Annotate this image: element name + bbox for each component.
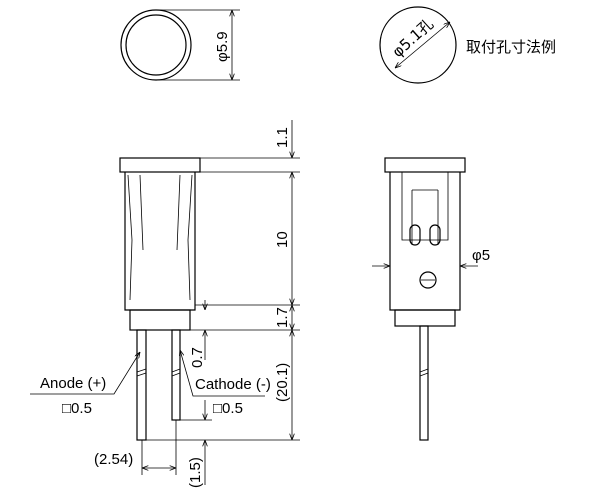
front-view: 1.1 10 1.7 (20.1) 0.7 (1.5) (2.54) Anode… xyxy=(30,120,300,488)
anode-pin xyxy=(136,329,147,441)
dim-cap: 1.1 xyxy=(274,127,291,148)
cathode-size: □0.5 xyxy=(213,400,243,417)
mounting-hole-example: φ5.1孔 取付孔寸法例 xyxy=(379,6,556,84)
dim-lead: (20.1) xyxy=(274,363,291,402)
anode-label: Anode (+) xyxy=(40,375,106,392)
dim-body: 10 xyxy=(274,231,291,248)
side-view: φ5 xyxy=(372,157,490,441)
cathode-label: Cathode (-) xyxy=(195,376,271,393)
polarity-mark-icon xyxy=(419,271,437,289)
side-pin xyxy=(419,325,429,441)
hole-diameter-label: φ5.1孔 xyxy=(389,15,437,61)
anode-size: □0.5 xyxy=(62,400,92,417)
dim-pin-offset: (1.5) xyxy=(187,457,204,488)
hole-caption: 取付孔寸法例 xyxy=(466,38,556,56)
lens-outer-circle xyxy=(120,9,192,81)
top-view: φ5.9 xyxy=(120,9,240,81)
dim-pitch: (2.54) xyxy=(94,451,133,468)
side-diameter-label: φ5 xyxy=(472,247,490,264)
dim-pin-gap: 0.7 xyxy=(189,347,206,368)
cathode-pin xyxy=(171,329,181,421)
dim-base: 1.7 xyxy=(274,307,291,328)
top-diameter-label: φ5.9 xyxy=(214,31,231,62)
lens-inner-circle xyxy=(125,14,187,76)
